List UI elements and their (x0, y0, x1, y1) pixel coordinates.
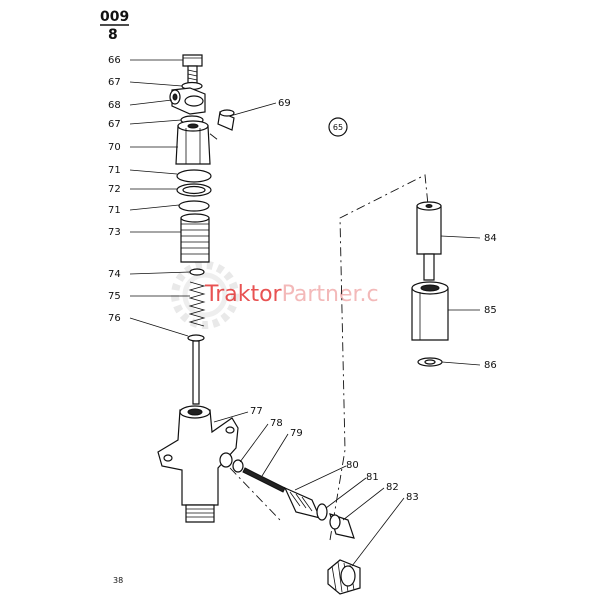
callout-80: 80 (346, 460, 359, 471)
header-top: 009 (100, 9, 129, 25)
callout-68: 68 (108, 100, 121, 111)
callout-75: 75 (108, 291, 121, 302)
callout-77: 77 (250, 406, 263, 417)
callout-86: 86 (484, 360, 497, 371)
callout-73: 73 (108, 227, 121, 238)
part-73-spring-housing (180, 213, 210, 263)
part-70-holder (175, 120, 211, 165)
group-ref-badge: 65 (328, 117, 348, 137)
part-66-bolt (182, 54, 203, 85)
callout-79: 79 (290, 428, 303, 439)
callout-76: 76 (108, 313, 121, 324)
part-68-banjo-fitting (169, 87, 206, 115)
callout-83: 83 (406, 492, 419, 503)
callout-labels: 66 67 68 67 69 70 71 72 71 73 74 75 76 7… (108, 55, 497, 503)
callout-74: 74 (108, 269, 121, 280)
callout-70: 70 (108, 142, 121, 153)
part-79-needle (242, 467, 286, 493)
callout-81: 81 (366, 472, 379, 483)
part-77-pump-body (157, 405, 239, 523)
assembly-line-lower (229, 467, 281, 521)
callout-67: 67 (108, 77, 121, 88)
part-69-cap (217, 109, 235, 131)
watermark-suffix: .c (360, 282, 379, 307)
callout-82: 82 (386, 482, 399, 493)
part-85-retaining-nut (411, 281, 449, 341)
group-ref-label: 65 (333, 123, 343, 132)
watermark-gear-icon (171, 261, 239, 329)
callout-72: 72 (108, 184, 121, 195)
part-81-o-ring (316, 503, 328, 521)
callout-69: 69 (278, 98, 291, 109)
watermark-part2: Partner (282, 282, 363, 307)
watermark-part1: Traktor (204, 282, 283, 307)
part-80-valve (283, 486, 322, 519)
callout-71b: 71 (108, 205, 121, 216)
callout-67b: 67 (108, 119, 121, 130)
part-71-ring-lower (178, 200, 210, 212)
callout-71: 71 (108, 165, 121, 176)
page-number: 38 (113, 576, 123, 585)
callout-85: 85 (484, 305, 497, 316)
part-78-seal (232, 459, 244, 473)
assembly-line-main (329, 174, 429, 541)
callout-78: 78 (270, 418, 283, 429)
callout-84: 84 (484, 233, 497, 244)
part-76-washer (187, 334, 205, 342)
part-72-ring (176, 183, 212, 197)
part-86-washer (417, 357, 443, 367)
part-84-nozzle (416, 201, 442, 281)
part-74-washer (189, 268, 205, 276)
watermark: TraktorPartner.c (171, 261, 379, 329)
push-rod (192, 340, 200, 405)
leader-lines (129, 59, 481, 567)
part-71-ring-upper (176, 169, 212, 183)
part-82-nut (329, 513, 355, 539)
part-83-cap-nut (327, 559, 361, 595)
callout-66: 66 (108, 55, 121, 66)
svg-text:TraktorPartner.c: TraktorPartner.c (204, 282, 379, 307)
part-75-spring (188, 281, 206, 327)
header-bottom: 8 (108, 27, 118, 43)
